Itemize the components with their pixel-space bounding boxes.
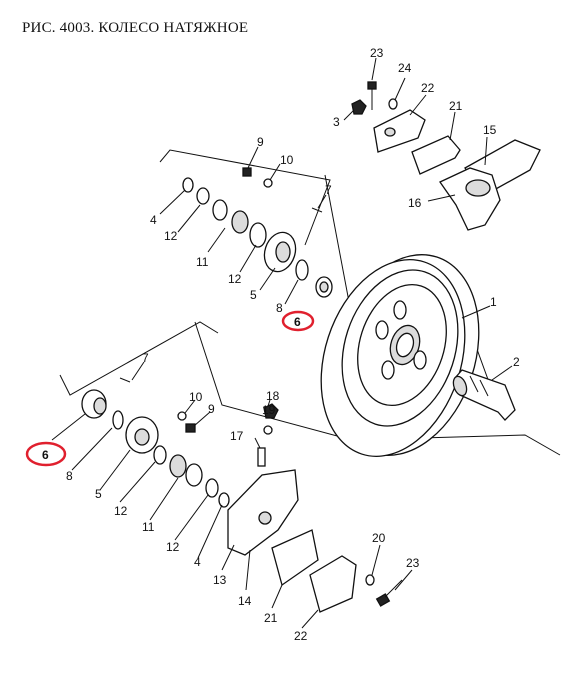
callout-5: 5 <box>250 288 257 302</box>
callout-23: 23 <box>370 46 384 60</box>
callout-11: 11 <box>196 255 209 269</box>
highlight-oval-lower-6 <box>25 441 67 467</box>
callout-20: 20 <box>372 531 386 545</box>
callout-12-lower-2: 12 <box>166 540 180 554</box>
lower-bearing-stack <box>81 377 279 508</box>
callout-4-lower: 4 <box>194 555 201 569</box>
callout-22: 22 <box>421 81 435 95</box>
callout-12-lower: 12 <box>114 504 128 518</box>
callout-18: 18 <box>266 389 280 403</box>
callout-6-upper: 6 <box>294 315 301 329</box>
callout-7-lower: 7 <box>142 351 149 365</box>
leader-lines <box>51 57 513 629</box>
upper-hardware <box>351 81 541 231</box>
callout-2: 2 <box>513 355 520 369</box>
callout-4: 4 <box>150 213 157 227</box>
callout-19: 19 <box>262 403 276 417</box>
highlight-oval-upper-6 <box>281 310 315 332</box>
callout-16: 16 <box>408 196 422 210</box>
callout-10-lower: 10 <box>189 390 203 404</box>
callout-21: 21 <box>449 99 463 113</box>
callout-21-lower: 21 <box>264 611 278 625</box>
shaft <box>452 369 516 421</box>
callout-5-lower: 5 <box>95 487 102 501</box>
callout-8: 8 <box>276 301 283 315</box>
callout-6-lower: 6 <box>42 448 49 462</box>
callout-12: 12 <box>164 229 178 243</box>
callout-9: 9 <box>257 135 264 149</box>
lower-support-hardware <box>227 469 403 613</box>
idler-wheel <box>320 254 480 457</box>
callout-14: 14 <box>238 594 252 608</box>
callout-22-lower: 22 <box>294 629 308 643</box>
callout-9-lower: 9 <box>208 402 215 416</box>
callout-24: 24 <box>398 61 412 75</box>
callout-7: 7 <box>325 183 332 197</box>
figure-title: РИС. 4003. КОЛЕСО НАТЯЖНОЕ <box>22 20 249 36</box>
callout-3: 3 <box>333 115 340 129</box>
callout-11-lower: 11 <box>142 520 155 534</box>
callout-12: 12 <box>228 272 242 286</box>
callout-10: 10 <box>280 153 294 167</box>
callout-1: 1 <box>490 295 497 309</box>
callout-8-lower: 8 <box>66 469 73 483</box>
callout-17: 17 <box>230 429 244 443</box>
callout-15: 15 <box>483 123 497 137</box>
callout-labels: 23 24 22 3 21 15 9 10 7 4 16 12 11 12 5 … <box>42 46 520 643</box>
callout-13: 13 <box>213 573 227 587</box>
callout-23-lower: 23 <box>406 556 420 570</box>
upper-bearing-stack <box>182 167 333 298</box>
